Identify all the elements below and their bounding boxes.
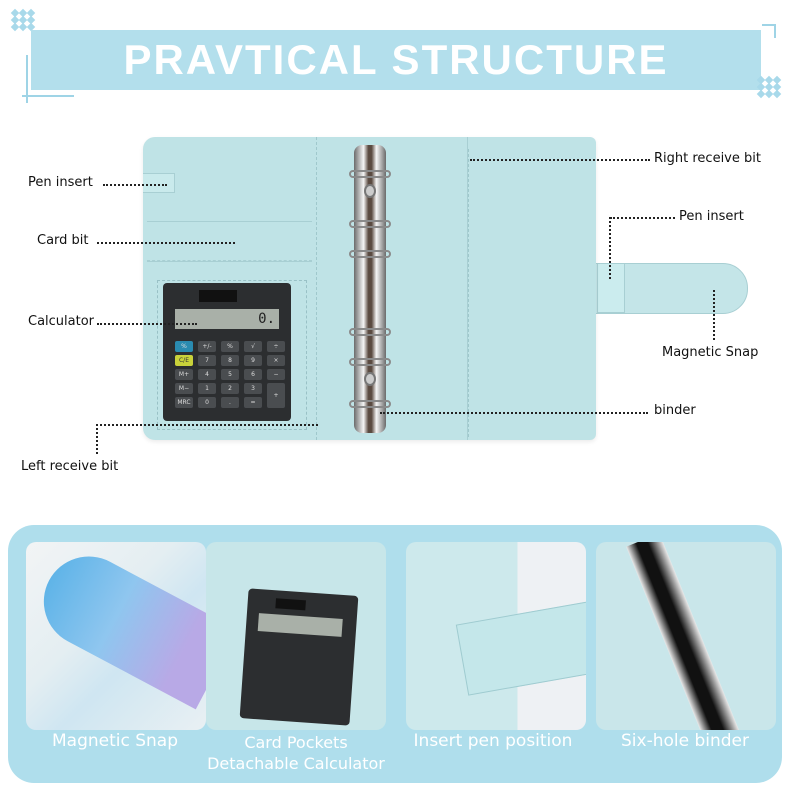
feature-image-card-pockets [206,542,386,730]
label-pen-insert-left: Pen insert [28,175,93,190]
calc-key: 3 [244,383,262,394]
leader-line [103,184,167,186]
decorative-dots-bottom-right [756,75,782,99]
leader-line [96,424,318,426]
calc-key: ÷ [267,341,285,352]
binder-ring [349,170,391,178]
leader-line [609,217,611,279]
feature-caption: Six-hole binder [621,731,749,751]
calc-key: C/E [175,355,193,366]
feature-image-magnetic-snap [26,542,206,730]
calc-key: 2 [221,383,239,394]
calc-key: √ [244,341,262,352]
calc-key: × [267,355,285,366]
label-left-receive-bit: Left receive bit [21,459,119,474]
feature-image-six-hole-binder [596,542,776,730]
decorative-line [26,55,28,103]
leader-line [610,217,675,219]
calculator: 0. % +/- % √ ÷ C/E 7 8 9 × M+ 4 5 6 − M−… [163,283,291,421]
calc-key: 8 [221,355,239,366]
solar-panel [199,290,237,302]
calculator-pocket [157,280,307,430]
feature-caption: Card Pockets Detachable Calculator [207,733,385,773]
binder-rivet [364,372,376,386]
features-strip: Magnetic Snap Card Pockets Detachable Ca… [8,525,782,783]
pen-loop-right [597,263,625,313]
pen-loop-graphic [455,600,586,696]
leader-line [97,323,197,325]
calc-key: + [267,383,285,408]
feature-caption: Insert pen position [413,731,573,751]
calc-key: 1 [198,383,216,394]
label-binder: binder [654,403,696,418]
leader-line [713,290,715,340]
calc-key: . [221,397,239,408]
label-pen-insert-right: Pen insert [679,209,744,224]
title-banner: PRAVTICAL STRUCTURE [31,30,761,90]
leader-line [470,159,650,161]
binder-ring [349,250,391,258]
left-panel: 0. % +/- % √ ÷ C/E 7 8 9 × M+ 4 5 6 − M−… [143,137,317,440]
binder-rivet [364,184,376,198]
pen-loop-left [143,173,175,193]
label-card-bit: Card bit [37,233,89,248]
leader-line [97,242,235,244]
decorative-line [774,24,776,38]
strap-graphic [27,542,206,710]
calculator-graphic [239,588,359,726]
card-slot [147,221,312,261]
calc-key: 7 [198,355,216,366]
calc-key: 5 [221,369,239,380]
label-magnetic-snap: Magnetic Snap [662,345,759,360]
calc-key: 0 [198,397,216,408]
feature-caption: Magnetic Snap [51,731,179,751]
decorative-line [762,24,776,26]
calc-key: M− [175,383,193,394]
leader-line [380,412,648,414]
binder-ring [349,220,391,228]
calc-key: % [175,341,193,352]
binder-ring [349,358,391,366]
calc-key: M+ [175,369,193,380]
calc-key: 9 [244,355,262,366]
calc-key: = [244,397,262,408]
calc-key: % [221,341,239,352]
binder-ring [349,328,391,336]
six-ring-binder-mechanism [349,145,391,433]
decorative-dots-top-left [10,8,36,32]
feature-image-pen-position [406,542,586,730]
calc-key: 6 [244,369,262,380]
label-right-receive-bit: Right receive bit [654,151,761,166]
card-slot [147,261,312,265]
spine-panel [318,137,468,440]
page-title: PRAVTICAL STRUCTURE [123,36,669,83]
calc-key: 4 [198,369,216,380]
binder-folio: 0. % +/- % √ ÷ C/E 7 8 9 × M+ 4 5 6 − M−… [143,137,596,440]
label-calculator: Calculator [28,314,95,329]
calculator-keypad: % +/- % √ ÷ C/E 7 8 9 × M+ 4 5 6 − M− 1 … [175,341,285,408]
calc-key: − [267,369,285,380]
calc-key: MRC [175,397,193,408]
right-receive-pocket [468,149,596,437]
calculator-display: 0. [175,309,279,329]
decorative-line [22,95,74,97]
leader-line [96,424,98,454]
binder-graphic [626,542,742,730]
binder-ring [349,400,391,408]
calc-key: +/- [198,341,216,352]
